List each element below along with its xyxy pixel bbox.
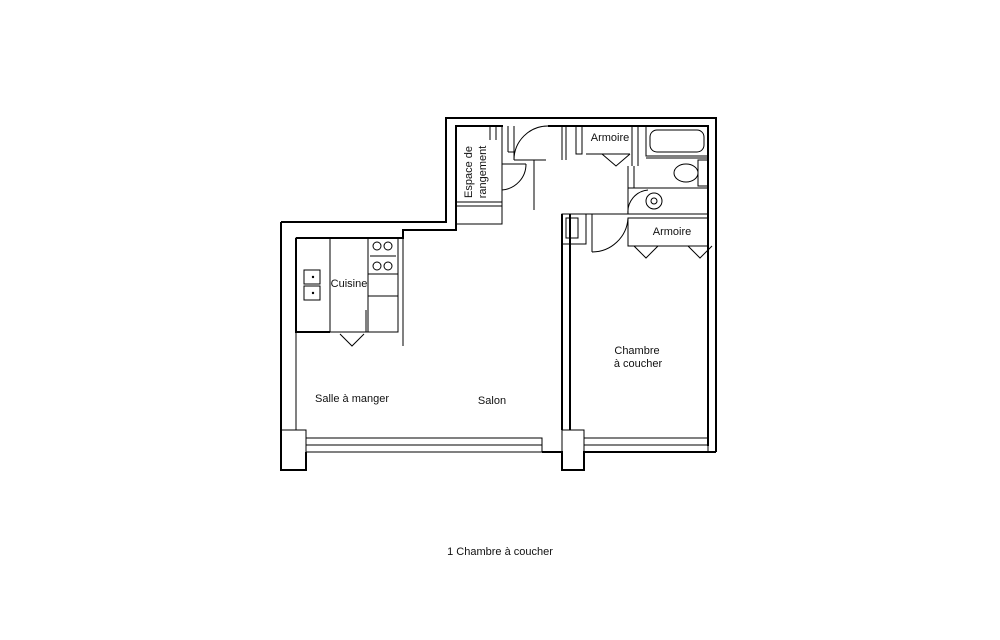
- exterior-walls: [280, 117, 717, 471]
- label-kitchen: Cuisine: [331, 278, 368, 290]
- label-dining: Salle à manger: [315, 393, 389, 405]
- kitchen: [295, 237, 404, 347]
- bedroom-walls: [561, 213, 629, 430]
- bedroom-closet: [627, 217, 713, 259]
- storage-room: [455, 125, 527, 225]
- label-closet-bedroom: Armoire: [653, 226, 692, 238]
- top-closet: [561, 125, 639, 167]
- room-labels: Espace de rangement Armoire Armoire Cuis…: [315, 132, 691, 407]
- label-bedroom-line1: Chambre: [614, 345, 659, 357]
- label-bedroom-line2: à coucher: [614, 358, 663, 370]
- label-living: Salon: [478, 395, 506, 407]
- label-storage-line1: Espace de: [463, 146, 475, 198]
- entry-door: [513, 125, 549, 210]
- plan-caption: 1 Chambre à coucher: [447, 546, 553, 558]
- bathroom: [627, 125, 709, 219]
- label-closet-top: Armoire: [591, 132, 630, 144]
- label-storage-line2: rangement: [477, 146, 489, 199]
